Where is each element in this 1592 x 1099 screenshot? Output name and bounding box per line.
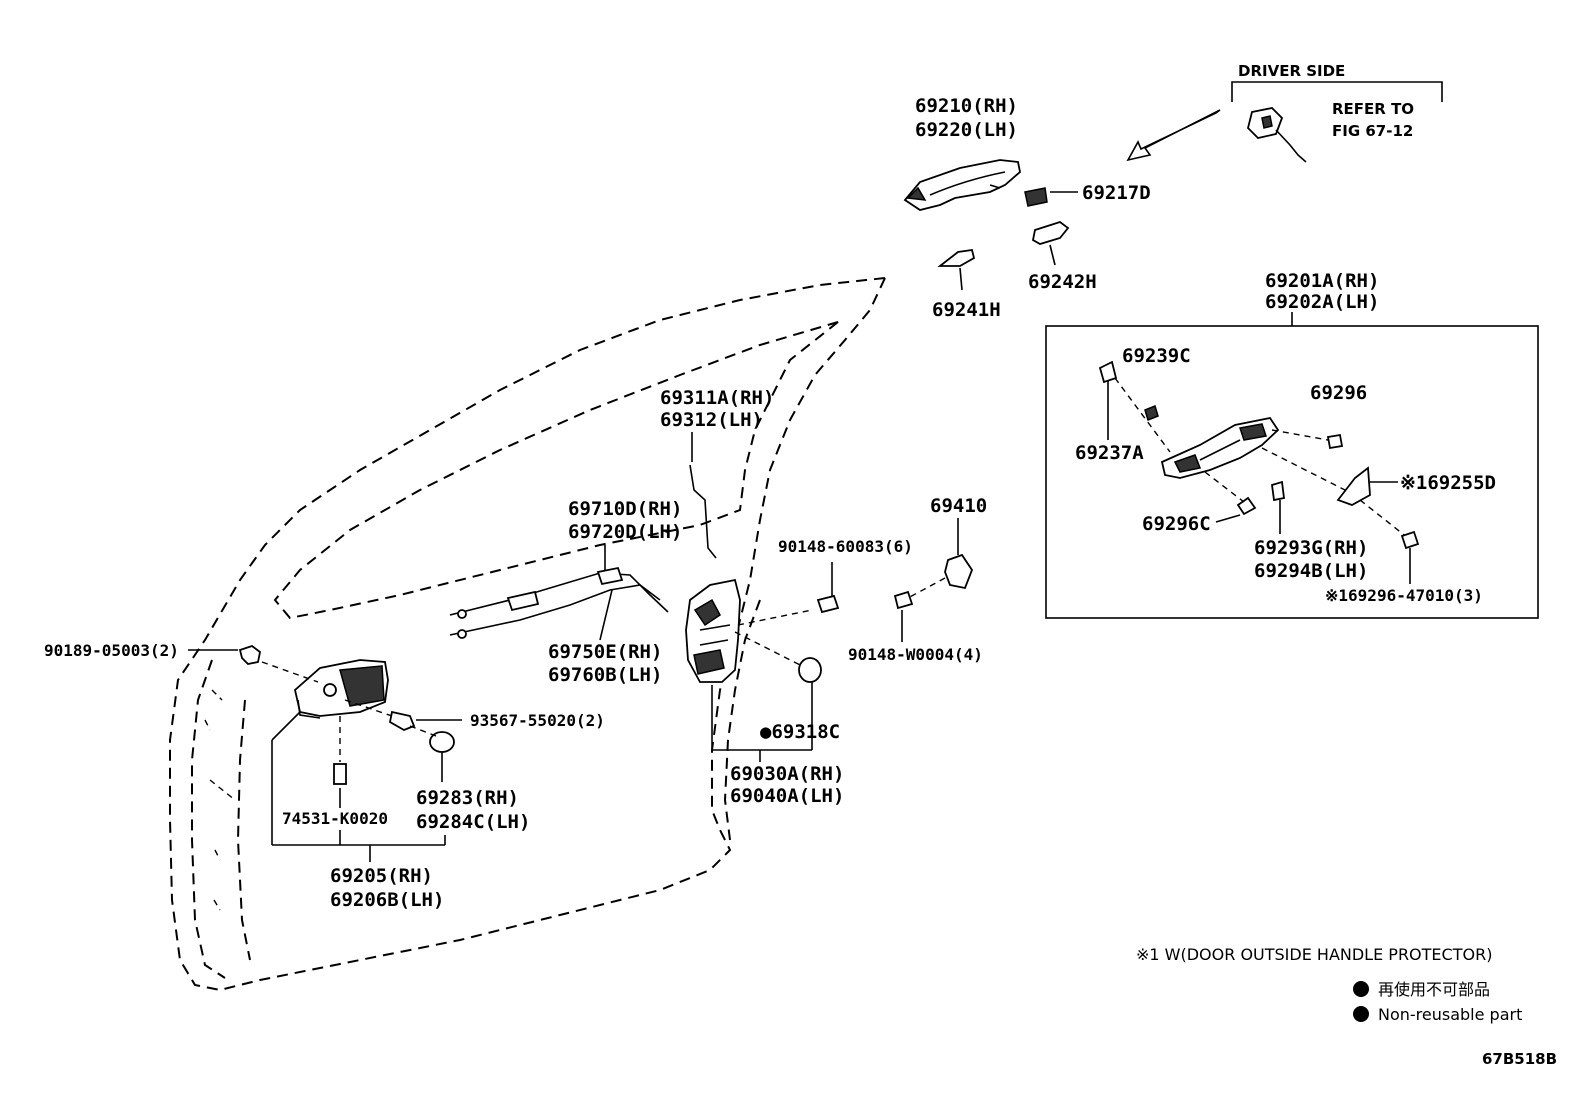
part-69296C	[1204, 471, 1257, 523]
label-driver-side: DRIVER SIDE	[1238, 62, 1345, 80]
bracket-69205	[271, 711, 446, 862]
label-69217D: 69217D	[1082, 182, 1151, 204]
label-69202A: 69202A(LH)	[1265, 291, 1379, 313]
legend-non-reusable-en: Non-reusable part	[1378, 1005, 1522, 1024]
label-69030A: 69030A(RH)	[730, 763, 844, 785]
label-69318C: ●69318C	[760, 721, 840, 743]
clip-90189	[188, 644, 319, 683]
label-69242H: 69242H	[1028, 271, 1097, 293]
inside-handle-part	[294, 659, 389, 719]
label-90148-60083: 90148-60083(6)	[778, 537, 913, 556]
legend-note1: ※1 W(DOOR OUTSIDE HANDLE PROTECTOR)	[1136, 945, 1492, 964]
label-69312: 69312(LH)	[660, 409, 763, 431]
legend-non-reusable-jp: 再使用不可部品	[1378, 980, 1490, 999]
label-69296: 69296	[1310, 382, 1367, 404]
part-69239C	[1098, 360, 1171, 453]
cap-69283	[409, 725, 455, 782]
label-69296C: 69296C	[1142, 513, 1211, 535]
screw-93567	[344, 699, 462, 731]
inset-frame-part	[1160, 416, 1280, 479]
part-69241H	[937, 248, 976, 291]
figure-code: 67B518B	[1482, 1050, 1557, 1068]
rod-69311A	[689, 432, 717, 559]
part-69410	[907, 518, 974, 599]
part-69217D	[1024, 187, 1078, 207]
part-69318C	[798, 657, 822, 683]
driver-side-arrow	[1126, 109, 1221, 162]
part-169255D	[1261, 447, 1409, 539]
part-69242H	[1031, 221, 1070, 266]
label-69205: 69205(RH)	[330, 865, 433, 887]
label-69294B: 69294B(LH)	[1254, 560, 1368, 582]
label-169296: ※169296-47010(3)	[1325, 586, 1483, 605]
assembly-inset-box	[1045, 325, 1539, 619]
label-69760B: 69760B(LH)	[548, 664, 662, 686]
label-69283: 69283(RH)	[416, 787, 519, 809]
label-69241H: 69241H	[932, 299, 1001, 321]
label-90148-W0004: 90148-W0004(4)	[848, 645, 983, 664]
door-lock-assembly	[685, 578, 813, 762]
label-69410: 69410	[930, 495, 987, 517]
screw-90148-60083	[816, 562, 840, 614]
screw-90148-W0004	[893, 590, 914, 642]
non-reusable-dot-2	[1353, 1006, 1369, 1022]
label-fig-ref: FIG 67-12	[1332, 122, 1413, 140]
part-69296	[1271, 429, 1344, 450]
outside-handle-part	[903, 159, 1021, 211]
label-69710D: 69710D(RH)	[568, 498, 682, 520]
label-69284C: 69284C(LH)	[416, 811, 530, 833]
label-69040A: 69040A(LH)	[730, 785, 844, 807]
part-169296-screw	[1400, 530, 1420, 584]
label-69311A: 69311A(RH)	[660, 387, 774, 409]
plug-74531	[333, 716, 347, 808]
non-reusable-dot-1	[1353, 981, 1369, 997]
label-refer-to: REFER TO	[1332, 100, 1414, 118]
cable-69710D	[449, 545, 669, 641]
label-69293G: 69293G(RH)	[1254, 537, 1368, 559]
label-69220: 69220(LH)	[915, 119, 1018, 141]
label-169255D: ※169255D	[1400, 472, 1496, 494]
label-93567: 93567-55020(2)	[470, 711, 605, 730]
label-74531: 74531-K0020	[282, 809, 388, 828]
label-69750E: 69750E(RH)	[548, 641, 662, 663]
label-69720D: 69720D(LH)	[568, 521, 682, 543]
label-69239C: 69239C	[1122, 345, 1191, 367]
label-69201A: 69201A(RH)	[1265, 270, 1379, 292]
lock-cylinder-part	[1247, 107, 1307, 163]
driver-side-bracket	[1231, 81, 1443, 102]
door-outline	[169, 276, 887, 992]
label-69210: 69210(RH)	[915, 95, 1018, 117]
label-69237A: 69237A	[1075, 442, 1144, 464]
label-90189: 90189-05003(2)	[44, 641, 179, 660]
part-69293G	[1271, 480, 1285, 534]
label-69206B: 69206B(LH)	[330, 889, 444, 911]
